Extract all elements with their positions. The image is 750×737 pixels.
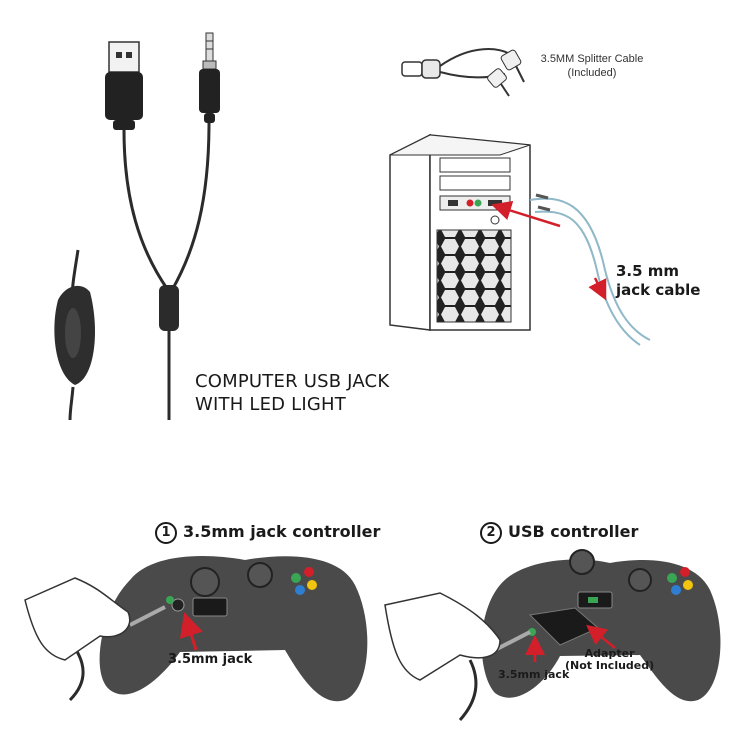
- jack-cable-caption: 3.5 mm jack cable: [616, 262, 700, 300]
- controller-1-jack-label: 3.5mm jack: [168, 652, 253, 667]
- controller-2-illustration: [384, 549, 721, 722]
- splitter-caption-line1: 3.5MM Splitter Cable: [540, 53, 644, 65]
- adapter-label-line1: Adapter: [584, 647, 635, 660]
- jack-indicator-1: [166, 596, 174, 604]
- controller-2-title: 2 USB controller: [480, 522, 638, 544]
- splitter-cable: [401, 48, 525, 97]
- controller-2-jack-label: 3.5mm jack: [498, 668, 570, 681]
- adapter-label-line2: (Not Included): [565, 659, 655, 672]
- usb-headset-cable: [54, 32, 220, 421]
- splitter-caption-line2: (Included): [567, 67, 617, 79]
- usb-plug-icon: [105, 41, 143, 130]
- audio-jack-plug-icon: [199, 32, 220, 123]
- jack-cable-line1: 3.5 mm: [616, 262, 680, 280]
- circled-number-1: 1: [155, 522, 177, 544]
- usb-caption-line2: WITH LED LIGHT: [195, 394, 346, 415]
- controller-1-title: 1 3.5mm jack controller: [155, 522, 380, 544]
- pc-tower: [389, 133, 531, 331]
- controller-1-title-text: 3.5mm jack controller: [183, 522, 381, 541]
- hand-illustration-2: [384, 592, 501, 681]
- circled-number-2: 2: [480, 522, 502, 544]
- controller-1-illustration: [24, 556, 368, 702]
- front-vent-grille: [436, 229, 512, 323]
- pc-audio-cable: [491, 193, 651, 346]
- usb-caption-line1: COMPUTER USB JACK: [195, 371, 390, 392]
- controller-2-title-text: USB controller: [508, 522, 639, 541]
- usb-jack-caption: COMPUTER USB JACK WITH LED LIGHT: [195, 370, 389, 416]
- hand-illustration-1: [24, 577, 131, 661]
- splitter-cable-caption: 3.5MM Splitter Cable (Included): [512, 52, 672, 80]
- right-thumbstick: [247, 562, 273, 588]
- left-thumbstick: [190, 567, 220, 597]
- controller-1-body: [99, 556, 368, 702]
- adapter-label: Adapter (Not Included): [565, 648, 654, 672]
- jack-cable-line2: jack cable: [616, 281, 701, 299]
- cable-splitter-joint: [159, 285, 179, 331]
